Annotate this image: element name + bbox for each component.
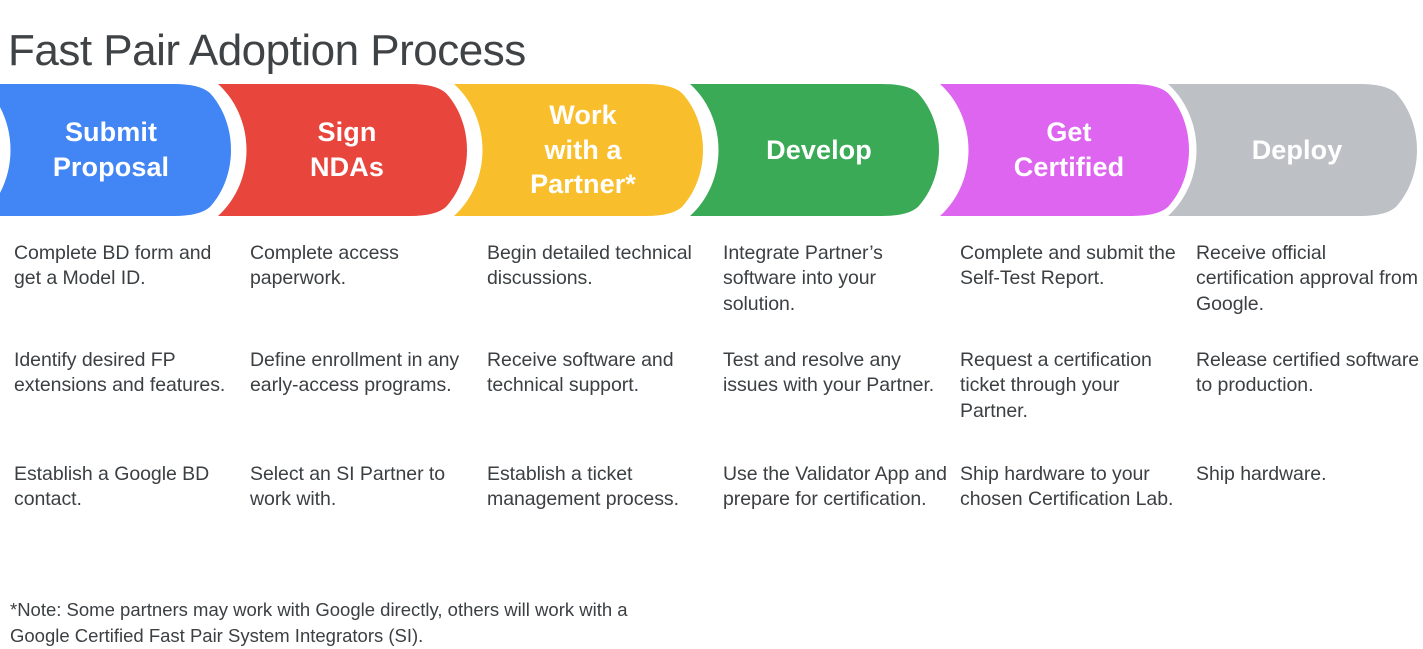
- stage-label-sign-ndas: Sign NDAs: [244, 84, 450, 216]
- process-stage-sign-ndas[interactable]: Sign NDAs: [218, 84, 470, 216]
- detail-item: Define enrollment in any early-access pr…: [250, 348, 474, 399]
- process-stage-get-certified[interactable]: Get Certified: [940, 84, 1192, 216]
- stage-label-deploy: Deploy: [1194, 84, 1400, 216]
- detail-item: Establish a Google BD contact.: [14, 462, 238, 513]
- detail-item: Complete access paperwork.: [250, 241, 474, 292]
- detail-item: Identify desired FP extensions and featu…: [14, 348, 238, 399]
- stage-label-submit-proposal: Submit Proposal: [8, 84, 214, 216]
- detail-item: Select an SI Partner to work with.: [250, 462, 474, 513]
- detail-item: Ship hardware to your chosen Certificati…: [960, 462, 1184, 513]
- detail-item: Use the Validator App and prepare for ce…: [723, 462, 947, 513]
- detail-item: Integrate Partner’s software into your s…: [723, 241, 947, 317]
- stage-label-work-with-a-partner: Work with a Partner*: [480, 84, 686, 216]
- detail-item: Request a certification ticket through y…: [960, 348, 1184, 424]
- footnote-note: *Note: Some partners may work with Googl…: [10, 597, 770, 649]
- detail-item: Receive official certification approval …: [1196, 241, 1420, 317]
- detail-item: Complete BD form and get a Model ID.: [14, 241, 238, 292]
- detail-item: Receive software and technical support.: [487, 348, 711, 399]
- process-stage-submit-proposal[interactable]: Submit Proposal: [0, 84, 234, 216]
- detail-grid: Complete BD form and get a Model ID. Iden…: [0, 236, 1423, 556]
- detail-item: Release certified software to production…: [1196, 348, 1420, 399]
- process-stage-develop[interactable]: Develop: [690, 84, 942, 216]
- stage-label-get-certified: Get Certified: [966, 84, 1172, 216]
- process-stage-deploy[interactable]: Deploy: [1168, 84, 1420, 216]
- detail-item: Complete and submit the Self-Test Report…: [960, 241, 1184, 292]
- process-stage-work-with-a-partner[interactable]: Work with a Partner*: [454, 84, 706, 216]
- detail-item: Test and resolve any issues with your Pa…: [723, 348, 947, 399]
- detail-item: Establish a ticket management process.: [487, 462, 711, 513]
- page-title: Fast Pair Adoption Process: [8, 25, 526, 78]
- stage-label-develop: Develop: [716, 84, 922, 216]
- detail-item: Begin detailed technical discussions.: [487, 241, 711, 292]
- detail-item: Ship hardware.: [1196, 462, 1420, 487]
